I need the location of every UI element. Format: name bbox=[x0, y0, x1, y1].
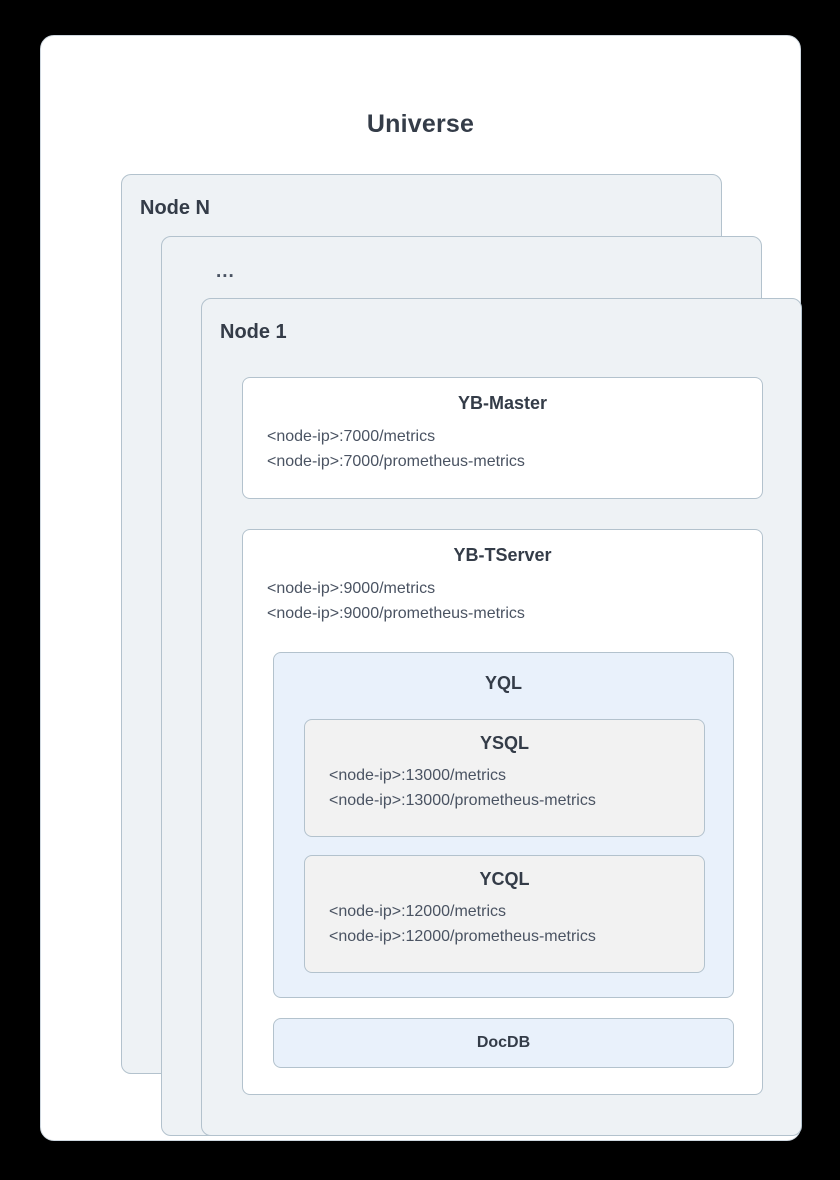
ycql-endpoints: <node-ip>:12000/metrics <node-ip>:12000/… bbox=[329, 900, 704, 950]
ysql-endpoint-metrics: <node-ip>:13000/metrics bbox=[329, 767, 506, 784]
universe-title: Universe bbox=[366, 110, 475, 138]
node-label-node-n: Node N bbox=[140, 197, 210, 219]
ycql-endpoint-prometheus: <node-ip>:12000/prometheus-metrics bbox=[329, 927, 596, 945]
yb-tserver-title: YB-TServer bbox=[453, 545, 552, 565]
yb-tserver-endpoints: <node-ip>:9000/metrics <node-ip>:9000/pr… bbox=[267, 577, 762, 627]
yb-master-endpoint-metrics: <node-ip>:7000/metrics bbox=[267, 428, 436, 445]
ysql-box: YSQL <node-ip>:13000/metrics <node-ip>:1… bbox=[304, 719, 705, 837]
node-card-node-1: Node 1 YB-Master <node-ip>:7000/metrics … bbox=[201, 298, 802, 1136]
yql-title: YQL bbox=[484, 673, 522, 693]
yql-box: YQL YSQL <node-ip>:13000/metrics <node-i… bbox=[273, 652, 734, 998]
yb-master-box: YB-Master <node-ip>:7000/metrics <node-i… bbox=[242, 377, 763, 499]
yb-tserver-endpoint-prometheus: <node-ip>:9000/prometheus-metrics bbox=[267, 604, 525, 622]
universe-card: Universe Node N ... Node 1 YB-Master <no… bbox=[40, 35, 802, 1141]
yb-master-endpoint-prometheus: <node-ip>:7000/prometheus-metrics bbox=[267, 452, 525, 470]
node-label-ellipsis: ... bbox=[216, 261, 235, 282]
ysql-endpoints: <node-ip>:13000/metrics <node-ip>:13000/… bbox=[329, 764, 704, 814]
ysql-title: YSQL bbox=[479, 733, 529, 753]
ysql-endpoint-prometheus: <node-ip>:13000/prometheus-metrics bbox=[329, 791, 596, 809]
docdb-title: DocDB bbox=[476, 1034, 531, 1051]
ycql-box: YCQL <node-ip>:12000/metrics <node-ip>:1… bbox=[304, 855, 705, 973]
yb-master-endpoints: <node-ip>:7000/metrics <node-ip>:7000/pr… bbox=[267, 425, 762, 475]
docdb-box: DocDB bbox=[273, 1018, 734, 1068]
ycql-title: YCQL bbox=[479, 869, 530, 889]
ycql-endpoint-metrics: <node-ip>:12000/metrics bbox=[329, 903, 506, 920]
yb-tserver-endpoint-metrics: <node-ip>:9000/metrics bbox=[267, 580, 436, 597]
yb-master-title: YB-Master bbox=[457, 393, 548, 413]
node-label-node-1: Node 1 bbox=[220, 321, 287, 343]
yb-tserver-box: YB-TServer <node-ip>:9000/metrics <node-… bbox=[242, 529, 763, 1095]
